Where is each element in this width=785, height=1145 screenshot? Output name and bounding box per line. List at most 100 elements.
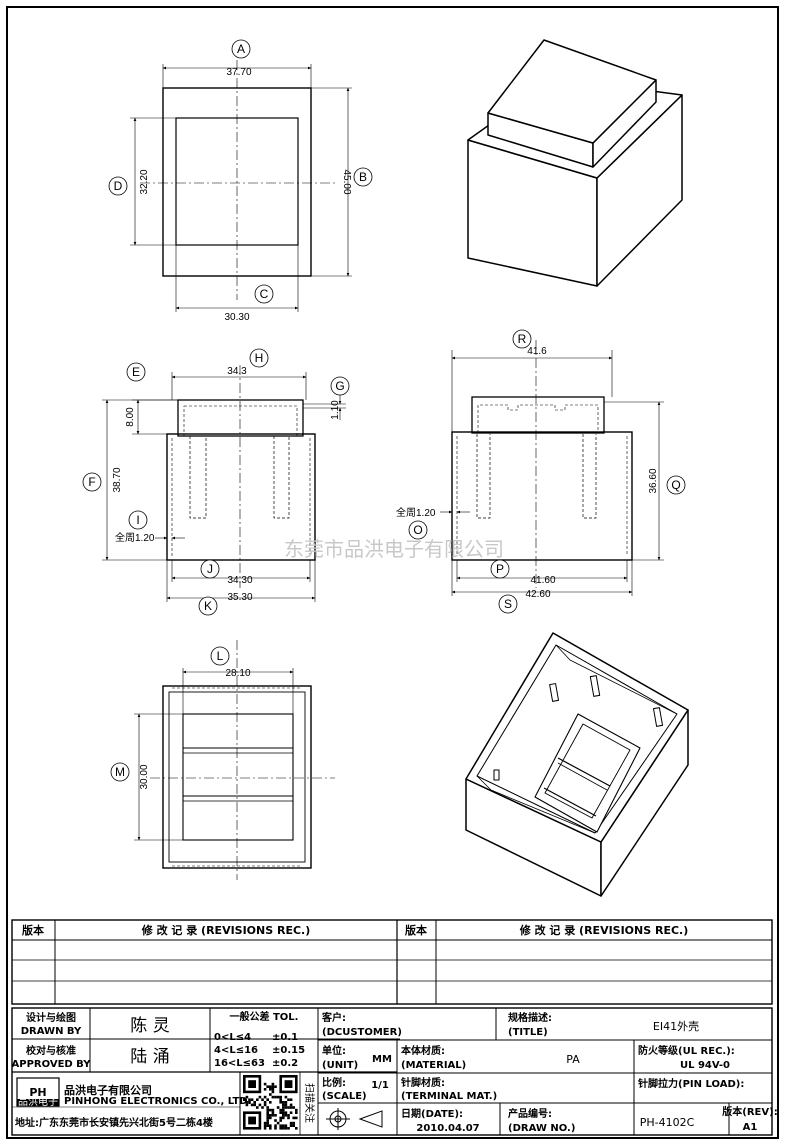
balloon-p: P [496,562,504,576]
scale-label-en: (SCALE) [322,1091,367,1102]
customer-label: 客户: [321,1011,346,1024]
company-name-en: PINHONG ELECTRONICS CO., LTD. [64,1096,251,1107]
flame-label: 防火等级(UL REC.): [638,1044,735,1057]
dim-a: 37.70 [226,67,251,78]
dim-l: 28.10 [225,668,250,679]
top-view [130,60,352,312]
dim-r: 41.6 [527,346,547,357]
dim-c: 30.30 [224,312,249,323]
tol-range-1: 0<L≤4 [214,1032,251,1043]
dim-k: 35.30 [227,592,252,603]
material-label-en: (MATERIAL) [401,1060,466,1071]
rev-col-record-left: 修 改 记 录 (REVISIONS REC.) [141,923,311,937]
date-value: 2010.04.07 [416,1123,479,1134]
drawno-label: 产品编号: [508,1107,552,1120]
designer-label-cn: 设计与绘图 [26,1011,76,1024]
dim-d: 32.20 [139,169,150,194]
dim-q: 36.60 [648,468,659,493]
dim-i: 全周1.20 [115,531,155,544]
balloon-s: S [504,597,512,611]
bottom-view [134,640,335,880]
company-logo-icon [16,1077,60,1107]
balloon-q: Q [671,478,680,492]
dim-e: 8.00 [125,407,136,427]
checker-name: 陆 涌 [130,1047,169,1067]
terminal-label: 针脚材质: [401,1076,445,1089]
revisions-table [11,919,773,1005]
dim-b: 45.00 [341,169,352,194]
front-view [102,365,346,602]
balloon-o: O [413,523,422,537]
balloon-c: C [260,287,269,301]
iso-view-closed [467,39,683,287]
scale-value: 1/1 [371,1080,389,1091]
rev-col-record-right: 修 改 记 录 (REVISIONS REC.) [519,923,689,937]
date-label: 日期(DATE): [401,1107,463,1120]
projection-symbol-icon [326,1108,383,1130]
balloon-g: G [335,379,344,393]
title-label: 规格描述: [508,1011,552,1024]
unit-value: MM [372,1054,392,1065]
dim-o: 全周1.20 [396,506,436,519]
balloon-e: E [132,365,140,379]
iso-view-open [465,632,689,897]
tol-range-3: 16<L≤63 [214,1058,265,1069]
tolerance-title: 一般公差 TOL. [230,1010,299,1023]
company-logo-text: PH [29,1086,46,1099]
sheet-border [6,6,779,1139]
title-value: EI41外壳 [653,1019,699,1033]
unit-label-en: (UNIT) [322,1060,358,1071]
designer-name: 陈 灵 [130,1016,169,1036]
customer-label-en: (DCUSTOMER) [322,1027,402,1038]
balloon-h: H [255,351,264,365]
dim-p: 41.60 [530,575,555,586]
balloon-l: L [217,649,224,663]
company-name-cn: 品洪电子有限公司 [64,1083,152,1097]
unit-label: 单位: [322,1044,346,1057]
side-view [440,340,664,596]
qr-caption: 扫描关注 [303,1083,316,1123]
company-logo-sub: 品洪电子 [18,1095,58,1108]
balloon-m: M [115,765,125,779]
scale-label: 比例: [322,1076,346,1089]
title-label-en: (TITLE) [508,1027,548,1038]
front-view-labels: E F G H I J K 34.3 8.00 1.10 38.70 全周1.2… [82,348,350,616]
drawno-value: PH-4102C [640,1116,695,1129]
balloon-a: A [237,42,245,56]
dim-h: 34.3 [227,366,247,377]
rev-label: 版本(REV): [722,1105,777,1118]
rev-col-version-left: 版本 [22,923,44,937]
checker-label-en: APPROVED BY [12,1059,92,1070]
designer-label-en: DRAWN BY [21,1026,82,1037]
company-address: 地址:广东东莞市长安镇先兴北街5号二栋4楼 [15,1116,213,1129]
dim-s: 42.60 [525,589,550,600]
balloon-j: J [207,562,213,576]
balloon-d: D [114,179,123,193]
balloon-b: B [359,170,367,184]
terminal-label-en: (TERMINAL MAT.) [401,1091,497,1102]
dim-f: 38.70 [112,467,123,492]
tol-value-1: ±0.1 [272,1032,298,1043]
bottom-view-labels: L M 28.10 30.00 [110,646,251,790]
material-value: PA [566,1053,580,1066]
qr-code-icon [243,1075,298,1130]
pinload-label: 针脚拉力(PIN LOAD): [638,1077,744,1090]
dim-m: 30.00 [139,764,150,789]
flame-value: UL 94V-0 [680,1060,730,1071]
watermark: 东莞市品洪电子有限公司 [284,537,504,561]
balloon-i: I [136,513,139,527]
balloon-f: F [88,475,95,489]
drawno-label-en: (DRAW NO.) [508,1123,575,1134]
balloon-r: R [518,332,527,346]
tol-range-2: 4<L≤16 [214,1045,258,1056]
balloon-k: K [204,599,212,613]
side-view-labels: R Q O P S 41.6 36.60 全周1.20 41.60 42.60 [396,329,686,614]
rev-value: A1 [743,1122,758,1133]
dim-g: 1.10 [330,400,341,420]
dim-j: 34.30 [227,575,252,586]
tol-value-2: ±0.15 [272,1045,305,1056]
top-view-labels: A 37.70 B 45.00 C 30.30 D 32.20 [108,39,373,323]
checker-label-cn: 校对与核准 [26,1044,76,1057]
tol-value-3: ±0.2 [272,1058,298,1069]
